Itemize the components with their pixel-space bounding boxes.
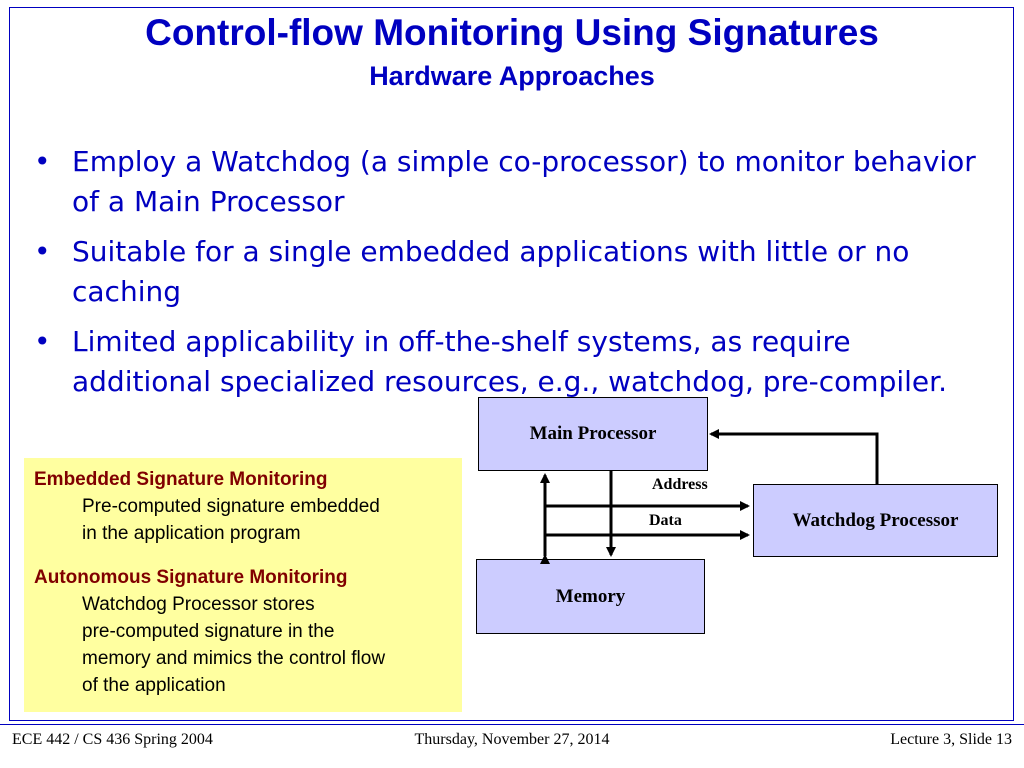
- address-label: Address: [652, 476, 708, 493]
- note-line: Watchdog Processor stores: [82, 594, 315, 615]
- note-line: of the application: [82, 675, 226, 696]
- footer-slide-number: Lecture 3, Slide 13: [890, 731, 1012, 748]
- signature-note-box: Embedded Signature Monitoring Pre-comput…: [24, 458, 462, 712]
- footer-date: Thursday, November 27, 2014: [414, 731, 610, 748]
- note-line: pre-computed signature in the: [82, 621, 335, 642]
- bullet-list: Employ a Watchdog (a simple co-processor…: [34, 142, 994, 412]
- note-line: memory and mimics the control flow: [82, 648, 386, 669]
- footer-course: ECE 442 / CS 436 Spring 2004: [12, 731, 213, 748]
- bullet-item: Limited applicability in off-the-shelf s…: [34, 322, 994, 402]
- slide-subtitle: Hardware Approaches: [369, 61, 655, 91]
- watchdog-processor-node: Watchdog Processor: [753, 484, 998, 557]
- bullet-item: Suitable for a single embedded applicati…: [34, 232, 994, 312]
- footer-divider: [0, 724, 1024, 725]
- slide-frame: [9, 7, 1014, 721]
- data-label: Data: [649, 512, 682, 529]
- main-processor-label: Main Processor: [529, 423, 657, 444]
- note-line: Pre-computed signature embedded: [82, 496, 380, 517]
- memory-node: Memory: [476, 559, 705, 634]
- slide-title: Control-flow Monitoring Using Signatures: [145, 12, 879, 53]
- memory-label: Memory: [555, 585, 626, 607]
- watchdog-processor-label: Watchdog Processor: [792, 509, 959, 531]
- note-line: in the application program: [82, 523, 301, 544]
- note-heading-embedded: Embedded Signature Monitoring: [34, 469, 328, 490]
- note-heading-autonomous: Autonomous Signature Monitoring: [34, 567, 348, 588]
- bullet-item: Employ a Watchdog (a simple co-processor…: [34, 142, 994, 222]
- main-processor-node: Main Processor: [478, 397, 708, 471]
